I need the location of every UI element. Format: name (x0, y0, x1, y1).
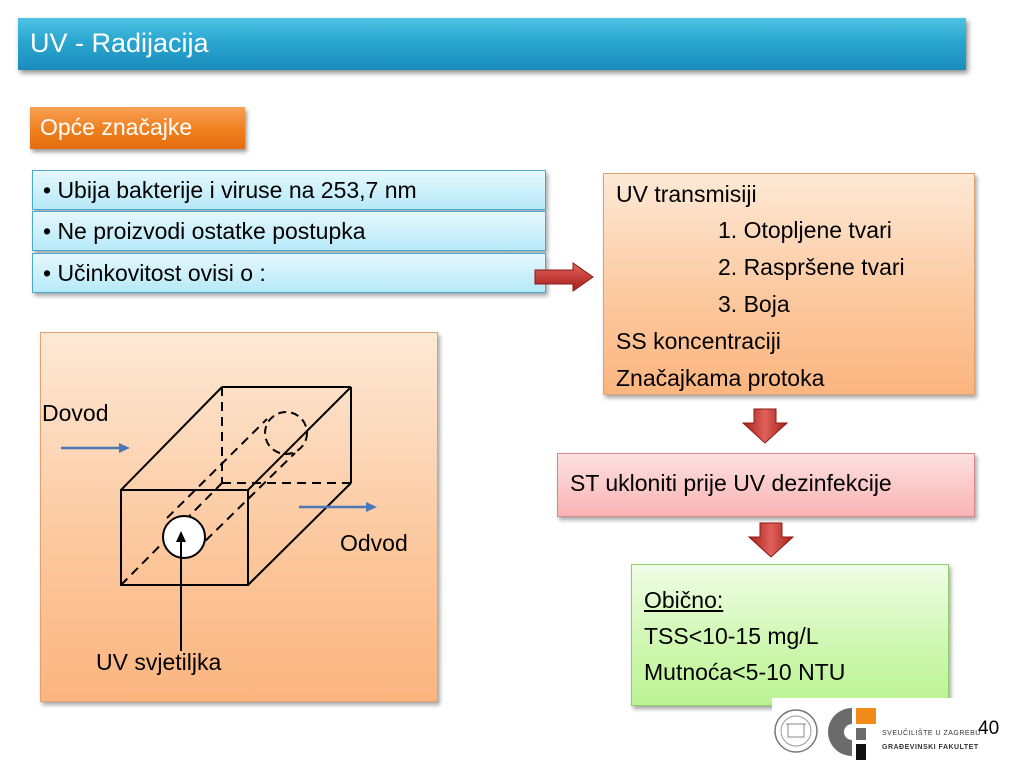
inlet-label: Dovod (42, 400, 109, 426)
outlet-arrow-icon (299, 502, 377, 512)
reactor-box-drawing (120, 386, 352, 586)
faculty-name: GRAĐEVINSKI FAKULTET (882, 744, 979, 751)
university-logo-area: SVEUČILIŠTE U ZAGREBU GRAĐEVINSKI FAKULT… (772, 698, 980, 768)
reactor-diagram-panel: Dovod Odvod UV svjetiljka (40, 332, 438, 702)
title-bar: UV - Radijacija (18, 18, 966, 70)
page-number: 40 (978, 718, 1000, 739)
factor-ss-concentration: SS koncentraciji (616, 328, 781, 354)
right-arrow-icon (534, 262, 594, 292)
inlet-arrow-icon (61, 443, 130, 453)
factor-uv-transmission: UV transmisiji (616, 181, 757, 207)
factor-dissolved: 1. Otopljene tvari (718, 217, 892, 243)
slide-title: UV - Radijacija (30, 28, 209, 58)
outlet-label: Odvod (340, 530, 408, 556)
uv-lamp-label: UV svjetiljka (96, 649, 222, 675)
bullet-no-residue: • Ne proizvodi ostatke postupka (32, 211, 546, 251)
typical-turbidity: Mutnoća<5-10 NTU (644, 659, 846, 685)
typical-heading: Obično: (644, 587, 724, 613)
bullet-efficiency: • Učinkovitost ovisi o : (32, 253, 546, 293)
removal-box: ST ukloniti prije UV dezinfekcije (557, 453, 975, 517)
factor-flow: Značajkama protoka (616, 365, 825, 391)
lamp-back-end (264, 411, 308, 455)
factor-color: 3. Boja (718, 291, 790, 317)
reactor-diagram (61, 386, 377, 651)
lamp-pointer-arrowhead (176, 531, 186, 542)
lamp-front-end (162, 515, 206, 559)
removal-text: ST ukloniti prije UV dezinfekcije (570, 470, 892, 496)
university-seal-icon (774, 709, 818, 753)
section-label: Opće značajke (40, 114, 193, 140)
bullet-kills-bacteria: • Ubija bakterije i viruse na 253,7 nm (32, 170, 546, 210)
factors-box: UV transmisiji 1. Otopljene tvari 2. Ras… (603, 173, 975, 395)
factor-suspended: 2. Raspršene tvari (718, 254, 905, 280)
typical-tss: TSS<10-15 mg/L (644, 623, 819, 649)
typical-values-box: Obično: TSS<10-15 mg/L Mutnoća<5-10 NTU (631, 564, 949, 706)
university-name: SVEUČILIŠTE U ZAGREBU (882, 730, 981, 737)
down-arrow-icon (741, 408, 789, 444)
faculty-logo-icon (828, 708, 876, 760)
down-arrow-icon (747, 522, 795, 558)
section-label-box: Opće značajke (30, 107, 245, 149)
